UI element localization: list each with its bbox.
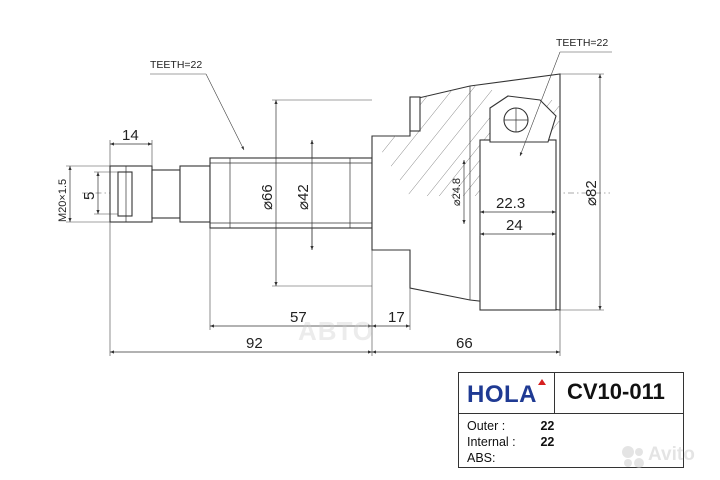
avito-dots-icon xyxy=(622,446,644,468)
dim-92: 92 xyxy=(246,335,263,352)
shaft-neck xyxy=(151,165,211,223)
spec-row-abs: ABS: xyxy=(467,451,540,465)
title-block: HOLA CV10-011 Outer : 22 Internal : 22 A… xyxy=(458,372,684,468)
dim-14: 14 xyxy=(122,127,139,144)
teeth-outer-label: TEETH=22 xyxy=(150,59,202,71)
dim-22-3: 22.3 xyxy=(496,195,525,212)
brand-cell: HOLA xyxy=(459,373,555,413)
dim-57: 57 xyxy=(290,309,307,326)
spec-row-outer: Outer : 22 xyxy=(467,419,554,433)
center-watermark: АВТО xyxy=(298,316,375,346)
teeth-outer-leader xyxy=(205,73,245,151)
avito-watermark: Avito xyxy=(618,440,718,474)
dim-17: 17 xyxy=(388,309,405,326)
title-block-header: HOLA CV10-011 xyxy=(459,373,683,414)
dim-24: 24 xyxy=(506,217,523,234)
brand-mark-icon xyxy=(538,379,546,385)
dim-42-dia: ⌀42 xyxy=(295,184,312,210)
part-number: CV10-011 xyxy=(567,379,665,404)
inner-race xyxy=(489,95,557,143)
teeth-inner-leader xyxy=(519,51,561,157)
dim-82-dia: ⌀82 xyxy=(583,180,600,206)
spec-row-internal: Internal : 22 xyxy=(467,435,554,449)
brand-logo: HOLA xyxy=(467,381,537,408)
splined-shaft xyxy=(209,157,373,229)
spec-label: Internal : xyxy=(467,435,516,449)
avito-text: Avito xyxy=(648,444,695,465)
dim-66: 66 xyxy=(456,335,473,352)
dim-5: 5 xyxy=(81,192,98,200)
threaded-end xyxy=(109,165,153,223)
dim-66-dia: ⌀66 xyxy=(259,184,276,210)
spec-value: 22 xyxy=(540,419,555,433)
spec-label: Outer : xyxy=(467,419,506,433)
spec-label: ABS: xyxy=(467,451,496,465)
spec-value: 22 xyxy=(540,435,555,449)
dim-thread-spec: M20×1.5 xyxy=(57,179,69,222)
teeth-inner-label: TEETH=22 xyxy=(556,37,608,49)
dim-24-8-dia: ⌀24.8 xyxy=(451,178,463,206)
